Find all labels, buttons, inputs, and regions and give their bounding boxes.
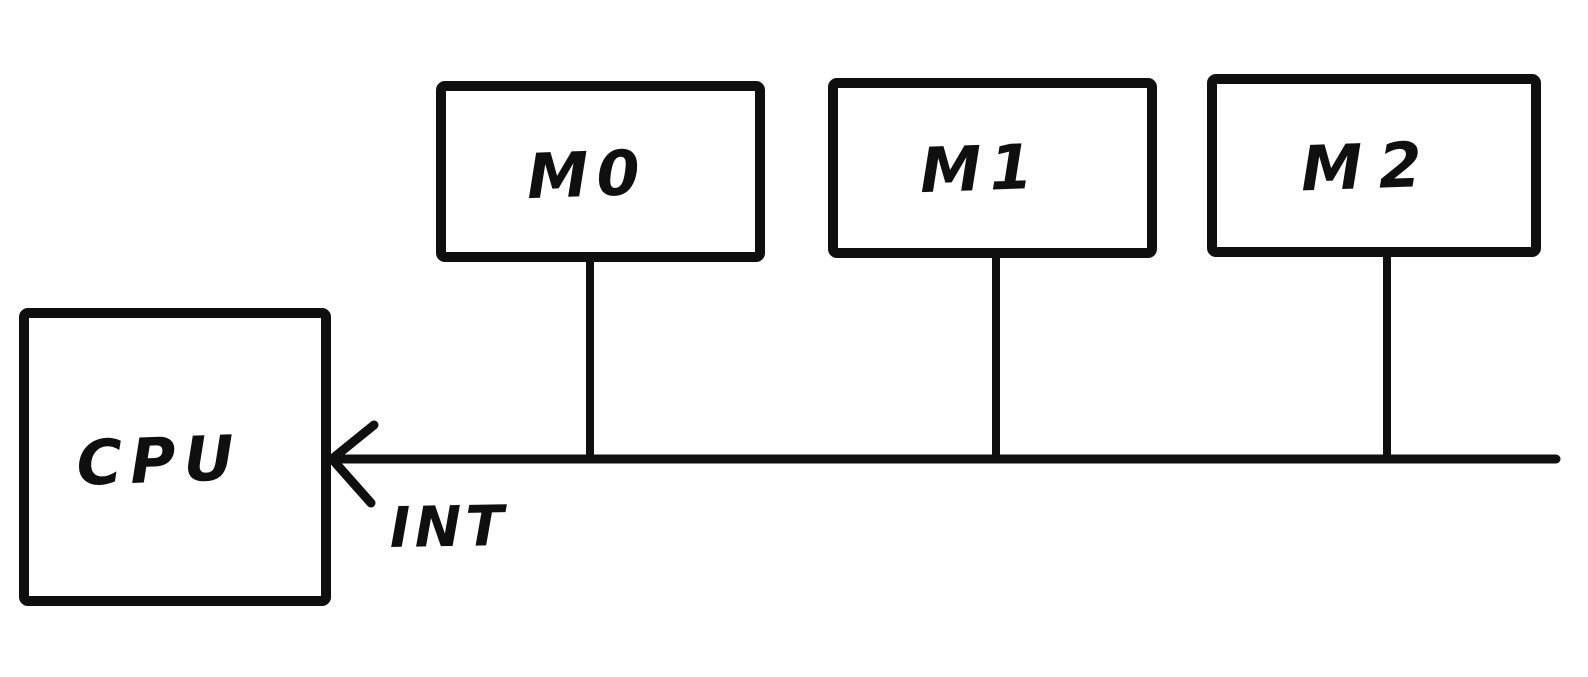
cpu-box bbox=[19, 308, 331, 606]
m2-label: M2 bbox=[1300, 128, 1439, 206]
m0-label: M0 bbox=[526, 136, 649, 213]
int-label: INT bbox=[389, 494, 508, 561]
m1-label: M1 bbox=[919, 130, 1042, 207]
m0-box bbox=[436, 81, 765, 262]
arrowhead-left-icon bbox=[327, 420, 379, 508]
m1-box bbox=[828, 78, 1157, 258]
m2-box bbox=[1207, 74, 1541, 257]
cpu-label: CPU bbox=[75, 421, 243, 500]
